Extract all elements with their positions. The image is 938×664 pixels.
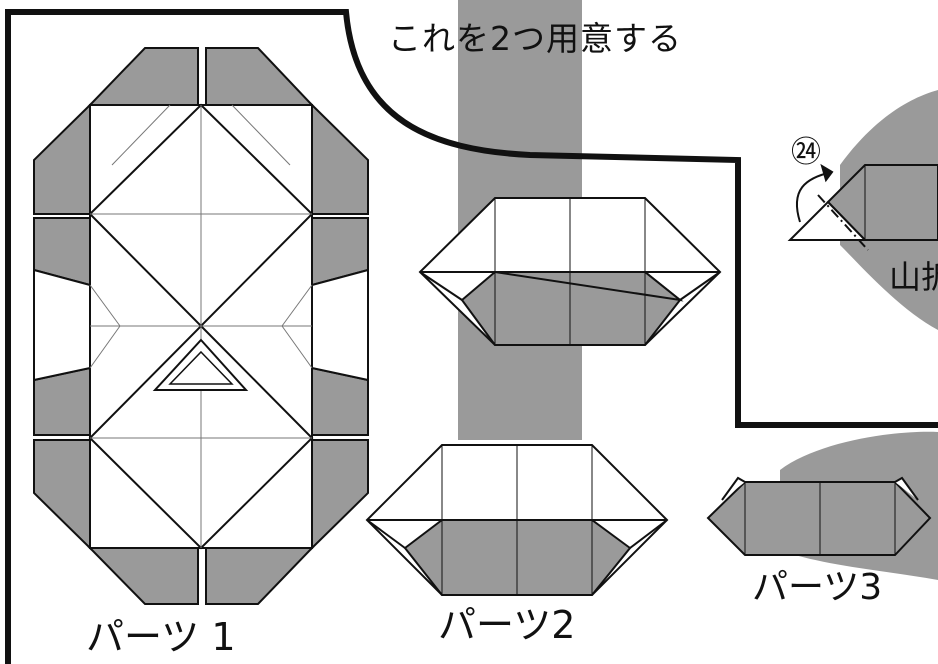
step-24-figure [787, 163, 938, 251]
frame-border [5, 9, 938, 664]
instruction-text: これを2つ用意する [388, 19, 682, 58]
fold-label: 山折 [889, 258, 938, 296]
part-2-label: パーツ2 [438, 603, 576, 647]
part-3-label: パーツ3 [752, 567, 883, 608]
part-1-label: パーツ 1 [86, 615, 236, 659]
part-2-upper-diagram [418, 197, 722, 346]
part-3-diagram [706, 476, 932, 556]
step-number: ㉔ [791, 135, 821, 170]
part-2-lower-diagram [365, 444, 669, 596]
part-1-diagram [33, 47, 369, 605]
